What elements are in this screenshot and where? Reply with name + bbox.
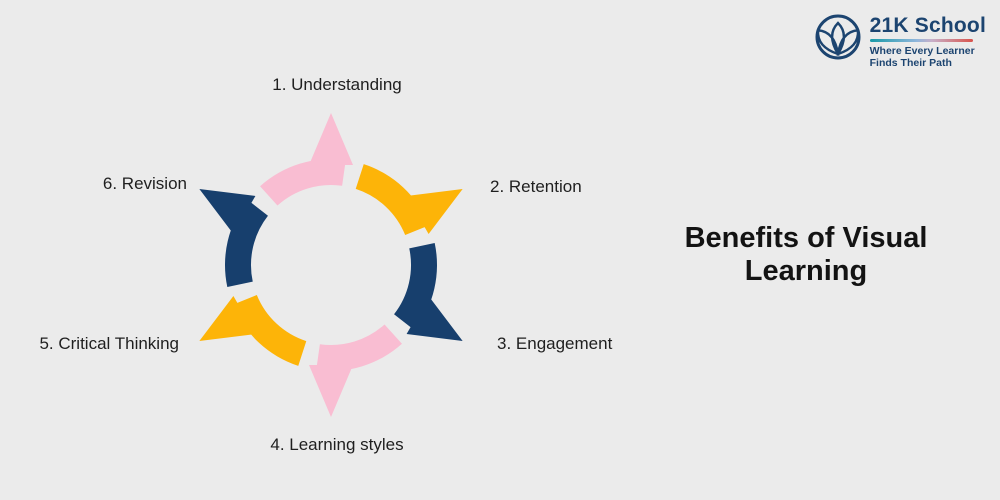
arrow-segment-5 <box>199 294 307 366</box>
arrow-segment-6 <box>199 189 268 288</box>
diagram-label-engagement: 3. Engagement <box>497 334 613 353</box>
logo-tagline-line2: Finds Their Path <box>869 57 952 69</box>
arrow-segment-3 <box>394 242 463 341</box>
logo-tagline-line1: Where Every Learner <box>869 44 975 57</box>
cycle-diagram <box>199 113 463 417</box>
logo-name: 21K School <box>869 14 986 37</box>
logo: 21K School Where Every Learner Finds The… <box>813 12 986 70</box>
arrow-segment-2 <box>355 164 463 236</box>
arrow-segment-4 <box>309 324 402 417</box>
logo-divider <box>869 39 973 42</box>
diagram-label-learning-styles: 4. Learning styles <box>270 435 404 454</box>
diagram-label-critical-thinking: 5. Critical Thinking <box>39 334 179 353</box>
arrow-segment-1 <box>260 113 353 206</box>
page-title: Benefits of Visual Learning <box>684 222 928 287</box>
logo-text: 21K School Where Every Learner Finds The… <box>869 12 986 70</box>
diagram-label-retention: 2. Retention <box>490 177 582 196</box>
school-logo-icon <box>815 14 861 60</box>
diagram-label-revision: 6. Revision <box>102 174 187 193</box>
diagram-label-understanding: 1. Understanding <box>272 75 402 94</box>
